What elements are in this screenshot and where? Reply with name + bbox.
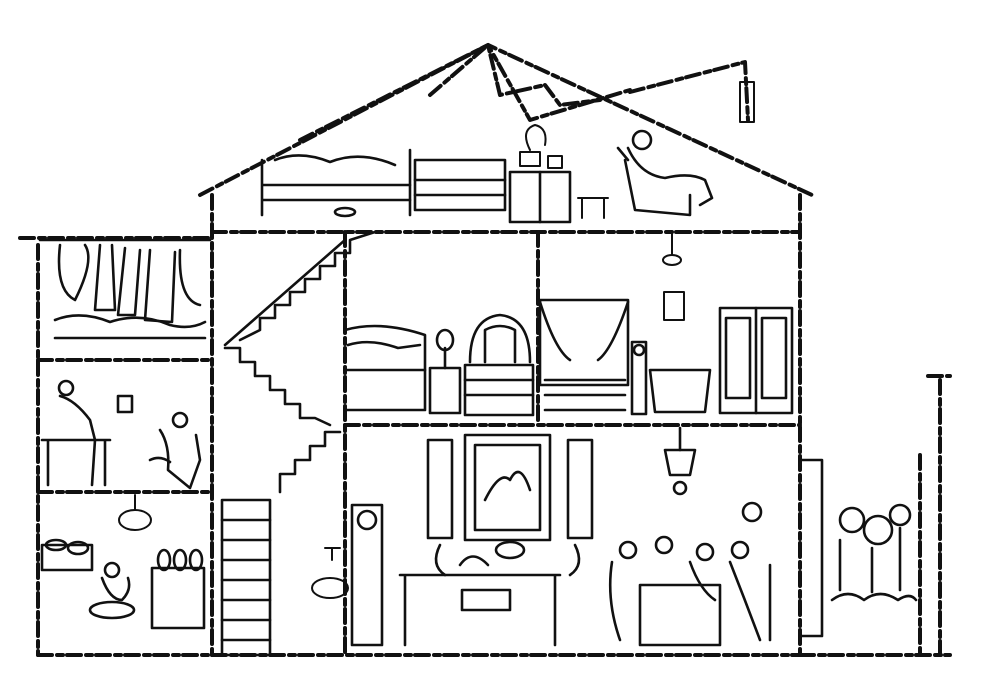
jars-cupboard <box>150 548 206 630</box>
wall-clock <box>350 503 384 647</box>
ancestral-painting <box>463 433 552 542</box>
hanging-basket <box>118 494 152 531</box>
person-washing <box>88 561 136 620</box>
attic-cabinet <box>413 158 572 224</box>
person-reclining-chair <box>616 129 714 217</box>
ceiling-lamp-upper <box>662 231 682 266</box>
gramophone <box>519 124 563 169</box>
grandfather-clock <box>630 340 648 416</box>
outer-walls <box>18 193 802 657</box>
wall-portrait <box>663 291 685 321</box>
seated-figure <box>148 411 202 490</box>
roof <box>198 43 814 197</box>
staircase <box>220 230 377 657</box>
attic-bed <box>260 148 412 218</box>
bed <box>343 324 427 412</box>
nightstand-lamp <box>428 328 462 415</box>
kitchen-shelf <box>40 538 94 572</box>
side-table <box>648 368 712 414</box>
altar-table <box>398 540 581 647</box>
curtained-window <box>538 298 630 412</box>
couplet-scroll-right <box>566 438 594 540</box>
water-tap-basin <box>311 547 349 599</box>
family-at-dining-table <box>608 501 772 647</box>
vanity-dresser <box>463 313 535 417</box>
courtyard-door <box>800 458 824 638</box>
attic-stool <box>577 197 609 219</box>
garden-plants <box>830 503 918 602</box>
wardrobe <box>718 306 794 415</box>
chimney-vent <box>739 81 755 123</box>
couplet-scroll-left <box>426 438 454 540</box>
person-working-at-table <box>40 379 134 487</box>
courtyard-pillar <box>798 374 952 657</box>
laundry-line <box>38 238 212 340</box>
hanging-lantern <box>663 426 697 496</box>
